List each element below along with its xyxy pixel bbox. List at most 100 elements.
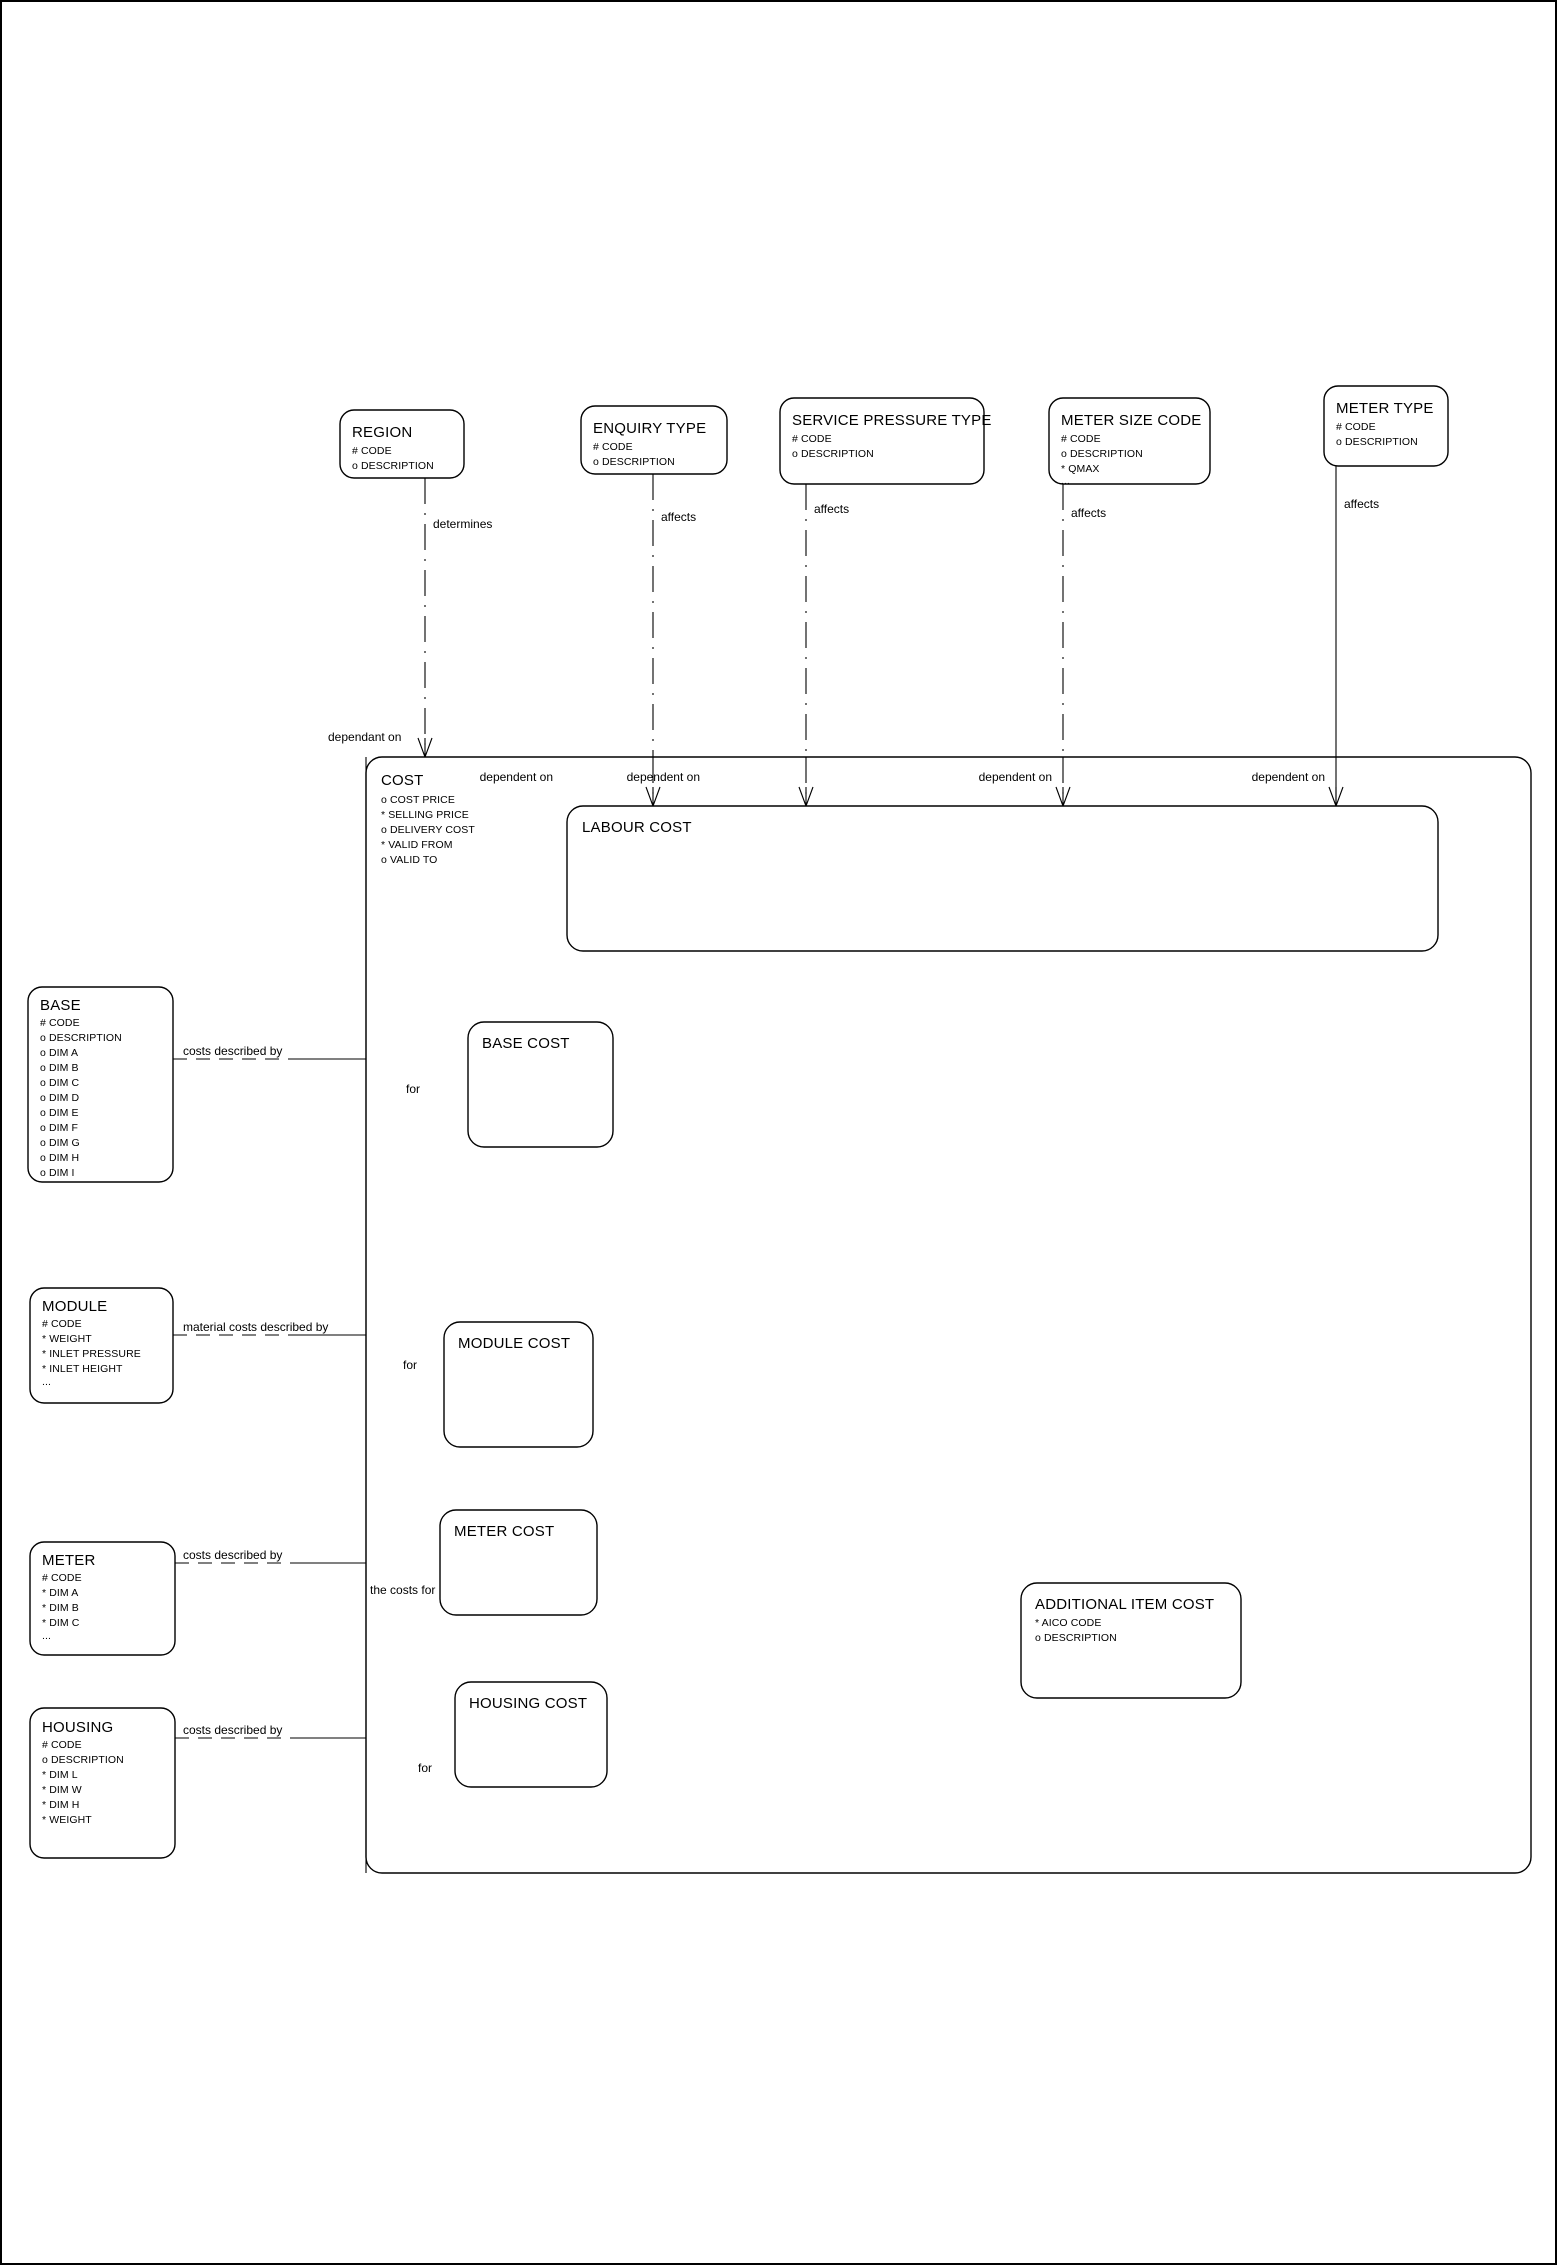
entity-meter-size-code-title: METER SIZE CODE: [1061, 412, 1202, 429]
crowfoot-metertype-stub: [1328, 786, 1344, 807]
crowfoot-service-stub: [798, 786, 814, 807]
connector-stubs-into-labour-cost: [645, 757, 1344, 807]
entity-enquiry-type-box[interactable]: [580, 405, 728, 475]
entity-module-cost-box[interactable]: [443, 1321, 594, 1448]
entity-meter-type-attr-1: o DESCRIPTION: [1336, 436, 1418, 448]
entity-meter-attr-4: ...: [42, 1630, 51, 1642]
entity-housing-box[interactable]: [29, 1707, 176, 1859]
entity-meter-type-box[interactable]: [1323, 385, 1449, 467]
entity-region-attr-1: o DESCRIPTION: [352, 460, 434, 472]
rel-label-material-costs-described-by: material costs described by: [183, 1320, 328, 1334]
rel-label-dependent-on-3: dependent on: [979, 770, 1052, 784]
rel-label-for-module: for: [403, 1358, 417, 1372]
crowfoot-metersize-stub: [1055, 786, 1071, 807]
entity-base-attr-1: o DESCRIPTION: [40, 1032, 122, 1044]
entity-enquiry-type-attr-1: o DESCRIPTION: [593, 456, 675, 468]
rel-label-affects-meter-size: affects: [1071, 506, 1106, 520]
entity-meter-type[interactable]: METER TYPE # CODE o DESCRIPTION: [1323, 385, 1449, 467]
entity-additional-item-cost-box[interactable]: [1020, 1582, 1242, 1699]
entity-meter-type-title: METER TYPE: [1336, 400, 1434, 417]
entity-base-cost[interactable]: BASE COST: [467, 1021, 614, 1148]
entity-region-attr-0: # CODE: [352, 445, 392, 457]
entity-additional-item-cost-title: ADDITIONAL ITEM COST: [1035, 1596, 1214, 1613]
relationship-enquiry-type-labour-cost: [645, 474, 661, 807]
entity-region-box[interactable]: [339, 409, 465, 479]
entity-module[interactable]: MODULE # CODE * WEIGHT * INLET PRESSURE …: [29, 1287, 174, 1404]
entity-labour-cost[interactable]: LABOUR COST: [566, 805, 1439, 952]
entity-cost-title: COST: [381, 772, 423, 789]
rel-label-determines: determines: [433, 517, 492, 531]
entity-housing-attr-3: * DIM W: [42, 1784, 82, 1796]
rel-label-affects-meter-type: affects: [1344, 497, 1379, 511]
entity-module-attr-2: * INLET PRESSURE: [42, 1348, 141, 1360]
entity-enquiry-type[interactable]: ENQUIRY TYPE # CODE o DESCRIPTION: [580, 405, 728, 475]
entity-module-attr-3: * INLET HEIGHT: [42, 1363, 123, 1375]
entity-housing-cost-box[interactable]: [454, 1681, 608, 1788]
entity-cost-attr-2: o DELIVERY COST: [381, 824, 475, 836]
entity-labour-cost-box[interactable]: [566, 805, 1439, 952]
entity-module-attr-4: ...: [42, 1376, 51, 1388]
entity-base-cost-box[interactable]: [467, 1021, 614, 1148]
entity-meter-size-code-attr-1: o DESCRIPTION: [1061, 448, 1143, 460]
entity-base-attr-5: o DIM D: [40, 1092, 80, 1104]
entity-cost-attr-3: * VALID FROM: [381, 839, 453, 851]
entity-meter-box[interactable]: [29, 1541, 176, 1656]
entity-meter-cost-title: METER COST: [454, 1523, 554, 1540]
entity-module-attr-1: * WEIGHT: [42, 1333, 92, 1345]
rel-label-dependent-on-1: dependent on: [480, 770, 553, 784]
entity-base[interactable]: BASE # CODE o DESCRIPTION o DIM A o DIM …: [27, 986, 174, 1183]
entity-housing[interactable]: HOUSING # CODE o DESCRIPTION * DIM L * D…: [29, 1707, 176, 1859]
entity-enquiry-type-title: ENQUIRY TYPE: [593, 420, 706, 437]
rel-label-affects-service-pressure: affects: [814, 502, 849, 516]
entity-labour-cost-title: LABOUR COST: [582, 819, 692, 836]
entity-meter-size-code-box[interactable]: [1048, 397, 1211, 485]
entity-housing-title: HOUSING: [42, 1719, 113, 1736]
entity-housing-cost[interactable]: HOUSING COST: [454, 1681, 608, 1788]
rel-label-costs-described-by-housing: costs described by: [183, 1723, 282, 1737]
entity-base-attr-4: o DIM C: [40, 1077, 80, 1089]
entity-base-title: BASE: [40, 997, 81, 1014]
entity-meter-size-code-attr-2: * QMAX: [1061, 463, 1100, 475]
entity-housing-attr-5: * WEIGHT: [42, 1814, 92, 1826]
entity-meter-cost[interactable]: METER COST: [439, 1509, 598, 1616]
entity-enquiry-type-attr-0: # CODE: [593, 441, 633, 453]
entity-meter-attr-3: * DIM C: [42, 1617, 80, 1629]
entity-base-box[interactable]: [27, 986, 174, 1183]
rel-label-for-base: for: [406, 1082, 420, 1096]
entity-housing-attr-4: * DIM H: [42, 1799, 79, 1811]
entity-meter-size-code-attr-0: # CODE: [1061, 433, 1101, 445]
entity-meter-title: METER: [42, 1552, 96, 1569]
entity-service-pressure-type-box[interactable]: [779, 397, 985, 485]
entity-base-attr-8: o DIM G: [40, 1137, 80, 1149]
crowfoot-enquiry-stub: [645, 786, 661, 807]
entity-service-pressure-type-attr-1: o DESCRIPTION: [792, 448, 874, 460]
entity-module-cost[interactable]: MODULE COST: [443, 1321, 594, 1448]
entity-base-attr-9: o DIM H: [40, 1152, 79, 1164]
rel-label-affects-enquiry: affects: [661, 510, 696, 524]
entity-base-attr-3: o DIM B: [40, 1062, 79, 1074]
entity-region-title: REGION: [352, 424, 412, 441]
entity-base-attr-7: o DIM F: [40, 1122, 78, 1134]
rel-label-costs-described-by-meter: costs described by: [183, 1548, 282, 1562]
entity-meter-type-attr-0: # CODE: [1336, 421, 1376, 433]
entity-meter-size-code[interactable]: METER SIZE CODE # CODE o DESCRIPTION * Q…: [1048, 397, 1211, 487]
rel-label-dependent-on-2: dependent on: [627, 770, 700, 784]
entity-service-pressure-type[interactable]: SERVICE PRESSURE TYPE # CODE o DESCRIPTI…: [779, 397, 992, 485]
entity-base-attr-6: o DIM E: [40, 1107, 79, 1119]
entity-meter-attr-2: * DIM B: [42, 1602, 79, 1614]
entity-meter-attr-0: # CODE: [42, 1572, 82, 1584]
entity-base-cost-title: BASE COST: [482, 1035, 570, 1052]
entity-meter-attr-1: * DIM A: [42, 1587, 78, 1599]
entity-meter-cost-box[interactable]: [439, 1509, 598, 1616]
entity-additional-item-cost[interactable]: ADDITIONAL ITEM COST * AICO CODE o DESCR…: [1020, 1582, 1242, 1699]
rel-label-the-costs-for: the costs for: [370, 1583, 435, 1597]
entity-module-box[interactable]: [29, 1287, 174, 1404]
rel-label-dependent-on-4: dependent on: [1252, 770, 1325, 784]
entity-meter[interactable]: METER # CODE * DIM A * DIM B * DIM C ...: [29, 1541, 176, 1656]
entity-region[interactable]: REGION # CODE o DESCRIPTION: [339, 409, 465, 479]
entity-cost-attr-1: * SELLING PRICE: [381, 809, 469, 821]
entity-service-pressure-type-attr-0: # CODE: [792, 433, 832, 445]
